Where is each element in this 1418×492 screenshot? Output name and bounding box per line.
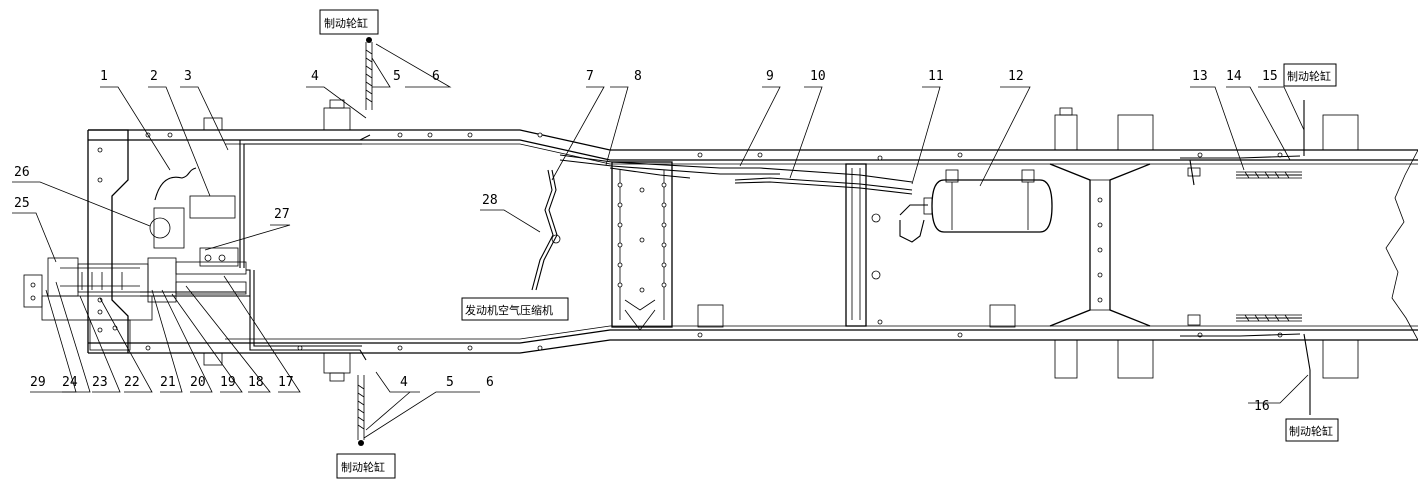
callout-19: 19	[220, 375, 236, 390]
callout-9: 9	[766, 69, 774, 84]
callout-28: 28	[482, 193, 498, 208]
callout-16: 16	[1254, 399, 1270, 414]
front-plates	[23, 274, 153, 351]
label-text: 制动轮缸	[324, 16, 368, 30]
air-tank	[923, 169, 1053, 233]
label-brake-cylinder-top-left: 制动轮缸	[319, 9, 379, 35]
brake-master-assembly	[47, 195, 247, 303]
crossmember-3	[1049, 163, 1151, 327]
callout-13: 13	[1192, 69, 1208, 84]
callouts-top	[12, 43, 1305, 263]
label-engine-air-compressor: 发动机空气压缩机	[461, 297, 569, 321]
label-brake-cylinder-bottom-left: 制动轮缸	[336, 453, 396, 479]
label-text: 制动轮缸	[341, 460, 385, 474]
callout-24: 24	[62, 375, 78, 390]
callout-5-lower: 5	[446, 375, 454, 390]
callout-numbers: 1 2 3 4 5 6 7 8 9 10 11 12 13 14 15 26 2…	[14, 69, 1278, 414]
frame-break-line	[1385, 149, 1418, 341]
mount-brackets	[203, 99, 1359, 382]
frame-front-end	[87, 129, 129, 353]
callout-4: 4	[311, 69, 319, 84]
callout-18: 18	[248, 375, 264, 390]
callout-11: 11	[928, 69, 944, 84]
callout-23: 23	[92, 375, 108, 390]
crossmember-2	[845, 155, 883, 327]
callout-22: 22	[124, 375, 140, 390]
label-brake-cylinder-bottom-right: 制动轮缸	[1285, 418, 1339, 442]
callout-3: 3	[184, 69, 192, 84]
callout-2: 2	[150, 69, 158, 84]
callout-1: 1	[100, 69, 108, 84]
callout-25: 25	[14, 196, 30, 211]
label-text: 制动轮缸	[1289, 424, 1333, 438]
callout-14: 14	[1226, 69, 1242, 84]
label-text: 发动机空气压缩机	[465, 303, 553, 317]
crossmember-1	[611, 161, 673, 331]
label-text: 制动轮缸	[1287, 69, 1331, 83]
callout-12: 12	[1008, 69, 1024, 84]
callout-8: 8	[634, 69, 642, 84]
callout-27: 27	[274, 207, 290, 222]
callouts-bottom	[30, 275, 1309, 439]
callout-29: 29	[30, 375, 46, 390]
callout-6-lower: 6	[486, 375, 494, 390]
callout-10: 10	[810, 69, 826, 84]
callout-4-lower: 4	[400, 375, 408, 390]
callout-21: 21	[160, 375, 176, 390]
callout-15: 15	[1262, 69, 1278, 84]
callout-20: 20	[190, 375, 206, 390]
label-brake-cylinder-top-right: 制动轮缸	[1283, 63, 1337, 87]
flex-hoses	[357, 37, 1302, 446]
callout-7: 7	[586, 69, 594, 84]
callout-5: 5	[393, 69, 401, 84]
frame-upper-rail	[88, 129, 1418, 165]
callout-26: 26	[14, 165, 30, 180]
callout-17: 17	[278, 375, 294, 390]
frame-lower-rail	[88, 325, 1418, 354]
air-pipes	[140, 100, 1311, 415]
callout-6: 6	[432, 69, 440, 84]
rail-holes	[97, 132, 1283, 351]
